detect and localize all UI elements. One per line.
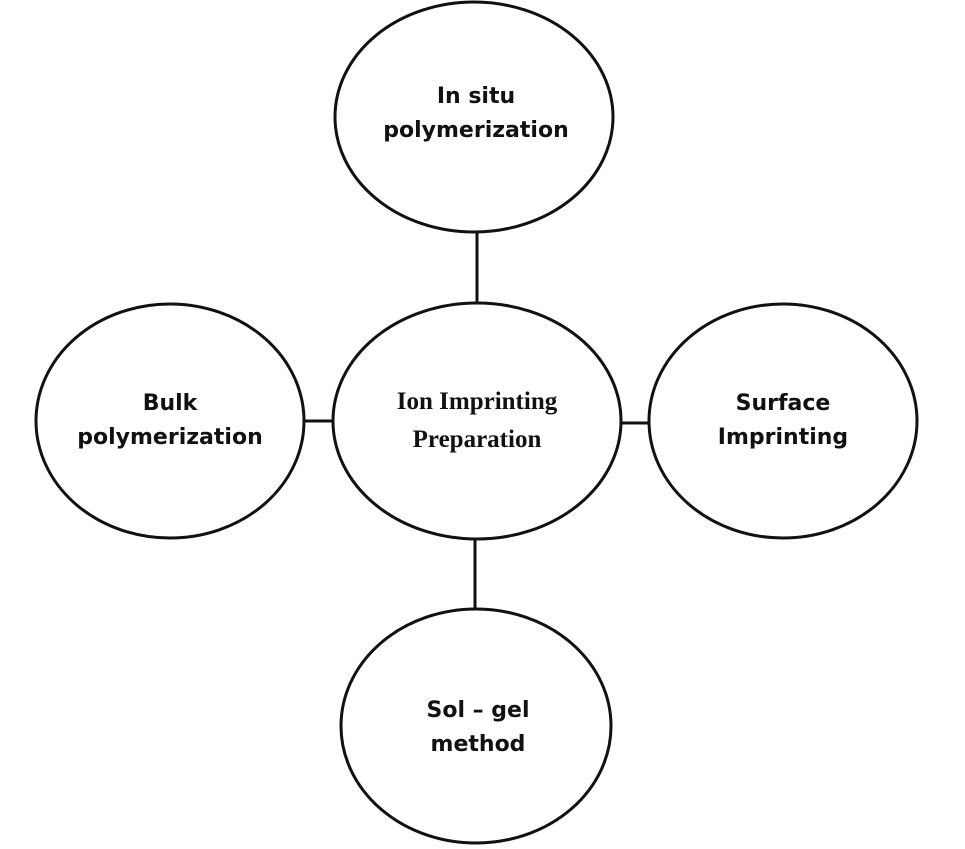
node-left-line1: Bulk: [142, 391, 198, 416]
node-bottom-shape: [339, 607, 613, 845]
node-top-line1: In situ: [436, 84, 516, 109]
node-center-line2: Preparation: [412, 426, 542, 453]
node-right-label: Surface Imprinting: [718, 387, 848, 455]
node-left-shape: [34, 302, 306, 540]
node-bottom-label: Sol – gel method: [426, 694, 529, 762]
node-right-line1: Surface: [735, 391, 831, 416]
node-bottom-line2: method: [430, 732, 526, 757]
node-left-line2: polymerization: [77, 425, 263, 450]
node-center-line1: Ion Imprinting: [396, 388, 558, 415]
node-top-line2: polymerization: [383, 118, 569, 143]
node-top-label: In situ polymerization: [383, 80, 568, 148]
node-center-shape: [331, 301, 623, 541]
node-right-shape: [647, 302, 919, 540]
node-left-label: Bulk polymerization: [77, 387, 262, 455]
node-bottom-line1: Sol – gel: [426, 698, 530, 723]
node-top-shape: [333, 0, 615, 234]
node-center-label: Ion Imprinting Preparation: [397, 383, 557, 459]
node-right-line2: Imprinting: [717, 425, 849, 450]
